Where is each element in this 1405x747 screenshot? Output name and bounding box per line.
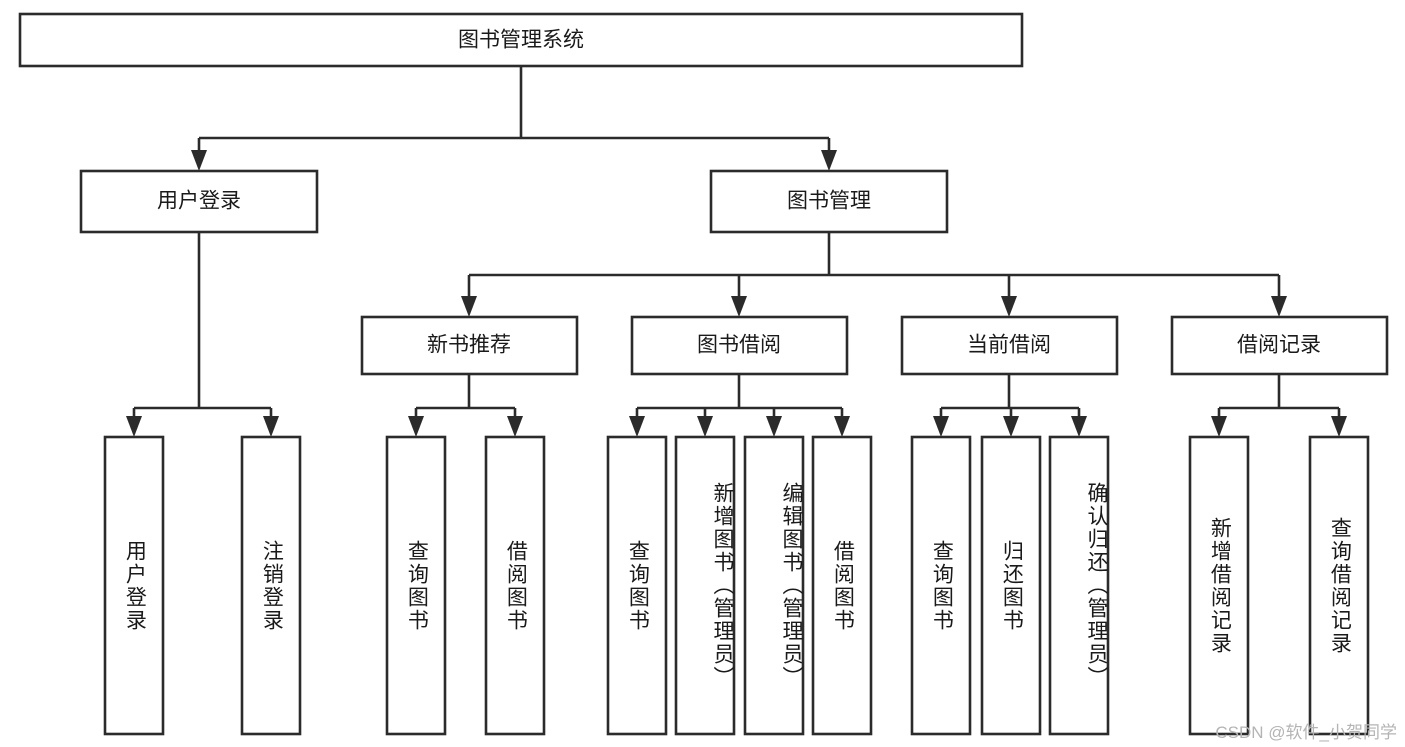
node-current-borrow-label: 当前借阅: [967, 334, 1051, 357]
node-new-book-recommend[interactable]: [360, 315, 579, 376]
node-leaf-confirm-return-admin[interactable]: [1048, 435, 1110, 736]
node-leaf-edit-book-admin[interactable]: [743, 435, 805, 736]
arrow-head-nb-to-leaf2: [507, 416, 523, 437]
arrow-head-bm-to-record: [1271, 296, 1287, 317]
arrow-head-rc-to-leaf1: [1211, 416, 1227, 437]
arrow-head-bm-to-current: [1001, 296, 1017, 317]
arrow-head-bm-to-newbook: [461, 296, 477, 317]
node-leaf-query-borrow-record[interactable]: [1308, 435, 1370, 736]
node-root[interactable]: [18, 12, 1024, 68]
node-leaf-add-book-admin[interactable]: [674, 435, 736, 736]
connector-group-user-login: [126, 232, 279, 437]
node-leaf-query-book-nb[interactable]: [385, 435, 447, 736]
node-leaf-add-borrow-record[interactable]: [1188, 435, 1250, 736]
node-leaf-borrow-book-nb[interactable]: [484, 435, 546, 736]
arrow-head-ul-to-leaf2: [263, 416, 279, 437]
arrow-head-cb-to-leaf2: [1003, 416, 1019, 437]
connector-group-record: [1211, 374, 1347, 437]
node-leaf-return-book[interactable]: [980, 435, 1042, 736]
node-book-borrow-label: 图书借阅: [697, 334, 781, 357]
arrow-head-bm-to-borrow: [731, 296, 747, 317]
node-user-login[interactable]: [79, 169, 319, 234]
arrow-head-root-to-user-login: [191, 150, 207, 171]
arrow-head-cb-to-leaf1: [933, 416, 949, 437]
arrow-head-nb-to-leaf1: [408, 416, 424, 437]
arrow-head-root-to-book-mgmt: [821, 150, 837, 171]
node-borrow-record-label: 借阅记录: [1237, 334, 1321, 357]
node-user-login-label: 用户登录: [157, 190, 241, 213]
node-leaf-query-book-cb[interactable]: [910, 435, 972, 736]
arrow-head-ul-to-leaf1: [126, 416, 142, 437]
node-leaf-query-book-bw[interactable]: [606, 435, 668, 736]
node-current-borrow[interactable]: [900, 315, 1119, 376]
node-new-book-recommend-label: 新书推荐: [427, 334, 511, 357]
node-leaf-logout[interactable]: [240, 435, 302, 736]
node-book-borrow[interactable]: [630, 315, 849, 376]
node-borrow-record[interactable]: [1170, 315, 1389, 376]
connector-group-current: [933, 374, 1087, 437]
connector-group-newbook: [408, 374, 523, 437]
arrow-head-bw-to-leaf1: [629, 416, 645, 437]
node-root-label: 图书管理系统: [458, 29, 584, 52]
watermark-text: CSDN @软件_小贺同学: [1215, 723, 1397, 742]
connector-group-root: [191, 66, 837, 171]
connector-group-book-mgmt: [461, 232, 1287, 317]
node-book-management-label: 图书管理: [787, 190, 871, 213]
node-leaf-user-login[interactable]: [103, 435, 165, 736]
node-leaf-borrow-book-bw[interactable]: [811, 435, 873, 736]
arrow-head-cb-to-leaf3: [1071, 416, 1087, 437]
connector-group-borrow: [629, 374, 850, 437]
node-book-management[interactable]: [709, 169, 949, 234]
arrow-head-bw-to-leaf4: [834, 416, 850, 437]
arrow-head-bw-to-leaf2: [697, 416, 713, 437]
arrow-head-bw-to-leaf3: [766, 416, 782, 437]
arrow-head-rc-to-leaf2: [1331, 416, 1347, 437]
